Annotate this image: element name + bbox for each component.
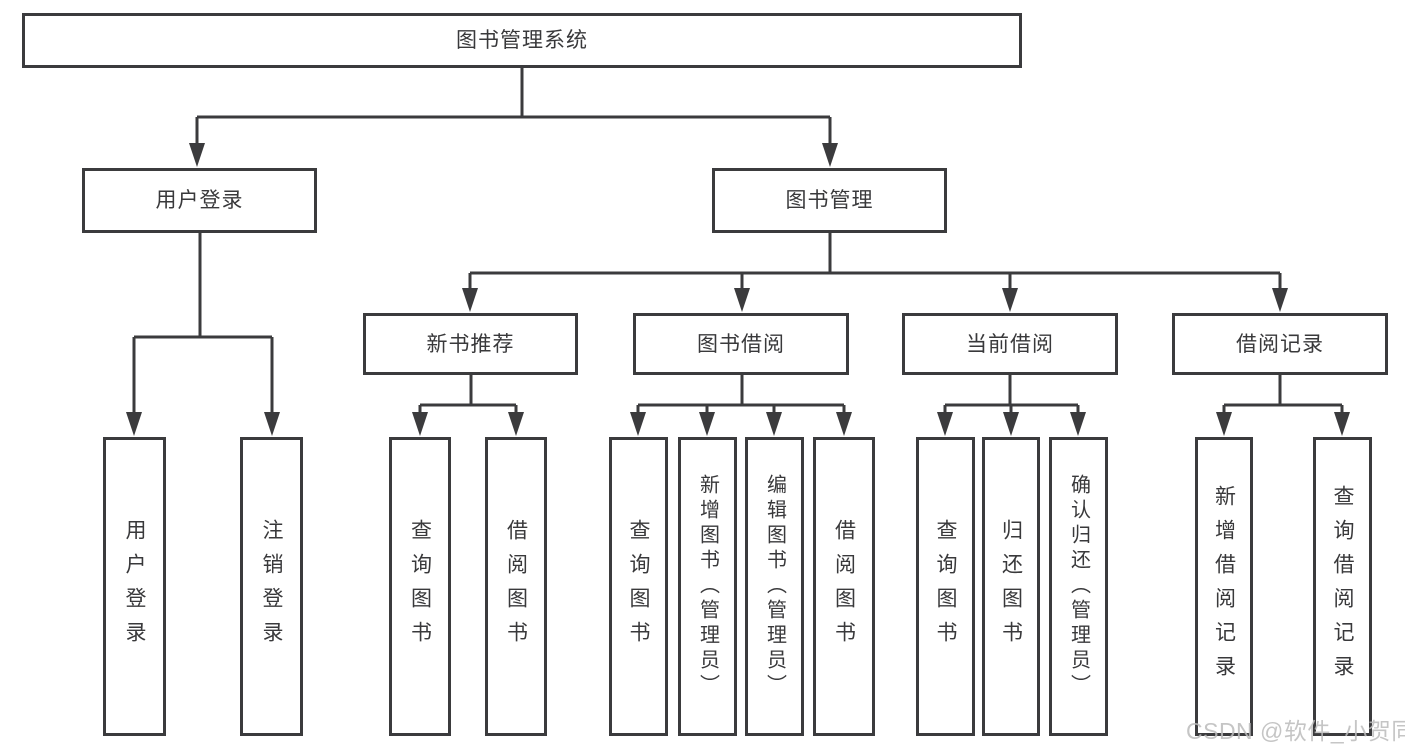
node-book-management: 图书管理 [712, 168, 947, 233]
connector-bookmgmt-to-level3 [468, 233, 1282, 291]
leaf-logout-label: 注销登录 [260, 518, 283, 655]
leaf-borrow-books: 借阅图书 [813, 437, 875, 736]
leaf-edit-books-admin: 编辑图书（管理员） [745, 437, 804, 736]
leaf-user-login: 用户登录 [103, 437, 166, 736]
leaf-confirm-return-admin-label: 确认归还（管理员） [1067, 474, 1090, 699]
leaf-query-books-borrow: 查询图书 [609, 437, 668, 736]
leaf-logout: 注销登录 [240, 437, 303, 736]
connector-newbookrec-group [418, 375, 518, 415]
node-user-login-label: 用户登录 [155, 189, 244, 212]
leaf-borrow-books-rec-label: 借阅图书 [504, 518, 528, 655]
connector-userlogin-group [132, 233, 274, 415]
node-current-borrowing-label: 当前借阅 [966, 332, 1054, 356]
node-new-book-recommendation: 新书推荐 [363, 313, 578, 375]
arrowheads-level4 [126, 412, 1350, 436]
node-borrowing-records-label: 借阅记录 [1236, 332, 1324, 356]
connector-root-to-level2 [195, 68, 832, 146]
leaf-query-books-rec-label: 查询图书 [408, 518, 432, 655]
node-new-book-recommendation-label: 新书推荐 [426, 332, 515, 356]
node-book-management-label: 图书管理 [785, 189, 874, 212]
node-book-borrowing: 图书借阅 [633, 313, 849, 375]
leaf-user-login-label: 用户登录 [123, 518, 146, 655]
connector-bookborrow-group [636, 375, 846, 415]
leaf-add-books-admin: 新增图书（管理员） [678, 437, 737, 736]
arrowheads-level3 [462, 288, 1288, 312]
arrowheads-level2 [189, 143, 838, 167]
leaf-query-books-current: 查询图书 [916, 437, 975, 736]
leaf-edit-books-admin-label: 编辑图书（管理员） [763, 474, 786, 699]
leaf-add-borrow-record-label: 新增借阅记录 [1212, 484, 1236, 689]
leaf-confirm-return-admin: 确认归还（管理员） [1049, 437, 1108, 736]
leaf-query-books-current-label: 查询图书 [934, 518, 957, 655]
leaf-return-books: 归还图书 [982, 437, 1040, 736]
leaf-add-books-admin-label: 新增图书（管理员） [696, 474, 719, 699]
node-root: 图书管理系统 [22, 13, 1022, 68]
node-user-login: 用户登录 [82, 168, 317, 233]
leaf-query-borrow-record: 查询借阅记录 [1313, 437, 1372, 736]
leaf-query-books-rec: 查询图书 [389, 437, 451, 736]
connector-currentborrow-group [943, 375, 1080, 415]
node-root-label: 图书管理系统 [456, 29, 588, 52]
leaf-return-books-label: 归还图书 [999, 518, 1023, 655]
leaf-borrow-books-label: 借阅图书 [832, 518, 856, 655]
watermark: CSDN @软件_小贺同学 [1186, 718, 1405, 744]
leaf-query-books-borrow-label: 查询图书 [627, 518, 650, 655]
node-borrowing-records: 借阅记录 [1172, 313, 1388, 375]
leaf-add-borrow-record: 新增借阅记录 [1195, 437, 1253, 736]
connector-borrowrecord-group [1222, 375, 1344, 415]
node-current-borrowing: 当前借阅 [902, 313, 1118, 375]
node-book-borrowing-label: 图书借阅 [697, 332, 785, 356]
leaf-borrow-books-rec: 借阅图书 [485, 437, 547, 736]
leaf-query-borrow-record-label: 查询借阅记录 [1331, 484, 1354, 689]
